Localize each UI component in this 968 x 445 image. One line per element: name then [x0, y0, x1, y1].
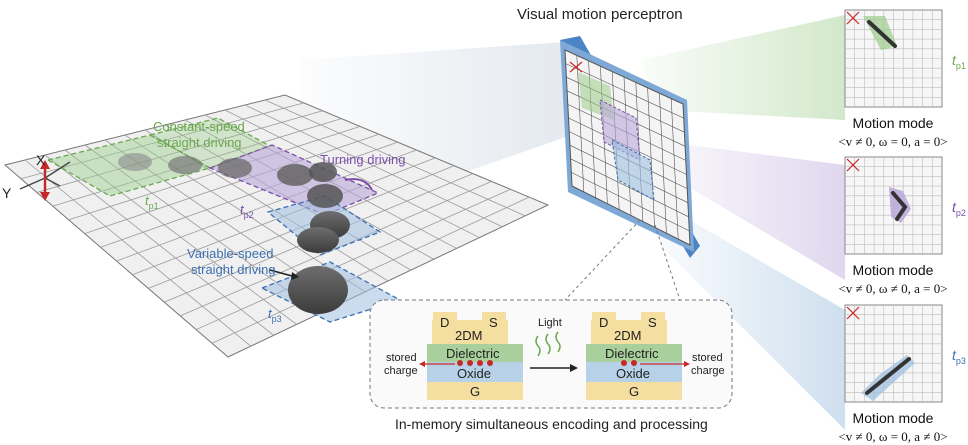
motion-mode-formula: <v ≠ 0, ω = 0, a = 0>	[838, 134, 947, 149]
panel-time-label: tp2	[952, 199, 966, 218]
cross-mark	[846, 306, 860, 320]
motion-trace	[865, 357, 911, 395]
motion-mode-label: Motion mode	[853, 410, 934, 426]
label-constant-speed-1: Constant-speed	[153, 119, 245, 134]
label-variable-speed-2: straight driving	[191, 262, 276, 277]
panel-time-sub: p3	[956, 356, 966, 366]
road-grid-line	[116, 149, 417, 262]
cross-mark	[846, 11, 860, 25]
left-d: D	[440, 315, 449, 330]
axis-y-label: Y	[2, 185, 12, 201]
label-turning: Turning driving	[320, 152, 406, 167]
output-panel-2: tp2	[844, 156, 966, 255]
right-2dm: 2DM	[614, 328, 641, 343]
right-s: S	[648, 315, 657, 330]
label-tp2: tp2	[240, 202, 254, 220]
panel-time-t: t	[952, 52, 957, 68]
sensor-grid-line	[647, 87, 655, 228]
axis-indicator	[19, 160, 71, 201]
road-grid-line	[264, 99, 526, 217]
sensor-grid-line	[571, 172, 690, 232]
sensor-grid-line	[635, 82, 644, 222]
process-arrow	[530, 364, 578, 372]
light-label: Light	[538, 317, 562, 329]
motion-trace	[891, 191, 908, 221]
panel-time-sub: p2	[956, 208, 966, 218]
left-charge: charge	[384, 365, 418, 377]
road-grid-line	[195, 188, 511, 330]
panel-time-sub: p1	[956, 61, 966, 71]
panel-time-t: t	[952, 347, 957, 363]
panel-time-label: tp1	[952, 52, 966, 71]
motion-trace	[867, 20, 897, 48]
motion-mode-formula: <v ≠ 0, ω ≠ 0, a = 0>	[838, 281, 947, 296]
right-dielectric: Dielectric	[605, 346, 659, 361]
turning-arrow	[344, 178, 373, 191]
axis-x-label: X	[36, 152, 46, 168]
motion-mode-label: Motion mode	[853, 262, 934, 278]
panel-time-t: t	[952, 199, 957, 215]
left-s: S	[489, 315, 498, 330]
right-charge: charge	[691, 365, 725, 377]
car-arrow	[269, 269, 299, 280]
light-waves	[535, 331, 561, 357]
road-grid-line	[224, 109, 480, 238]
left-stored: stored	[386, 352, 417, 364]
left-oxide: Oxide	[457, 366, 491, 381]
cross-mark	[846, 158, 860, 172]
device-connectors	[564, 219, 681, 301]
sensor-grid-line	[659, 93, 667, 234]
caption: In-memory simultaneous encoding and proc…	[395, 416, 708, 432]
label-constant-speed-2: straight driving	[157, 135, 242, 150]
panel-time-label: tp3	[952, 347, 966, 366]
right-d: D	[599, 315, 608, 330]
road-grid-line	[244, 104, 503, 228]
label-tp3: tp3	[268, 306, 282, 324]
label-variable-speed-1: Variable-speed	[187, 246, 273, 261]
sensor-array	[560, 36, 700, 258]
right-stored: stored	[692, 352, 723, 364]
device-right	[586, 312, 690, 400]
left-dielectric: Dielectric	[446, 346, 500, 361]
motion-mode-label: Motion mode	[853, 115, 934, 131]
output-panel-3: tp3	[844, 304, 966, 403]
right-oxide: Oxide	[616, 366, 650, 381]
left-2dm: 2DM	[455, 328, 482, 343]
road-grid-line	[211, 196, 530, 344]
device-left	[419, 312, 523, 400]
left-g: G	[470, 384, 480, 399]
output-panel-1: tp1	[844, 9, 966, 108]
vehicle-trail	[118, 153, 350, 314]
label-tp1: tp1	[145, 193, 159, 211]
sensor-grid-line	[670, 98, 679, 240]
figure-title: Visual motion perceptron	[517, 6, 683, 23]
device-inset: D S 2DM Dielectric Oxide G stored charge…	[369, 299, 733, 409]
right-g: G	[629, 384, 639, 399]
motion-mode-formula: <v ≠ 0, ω = 0, a ≠ 0>	[838, 429, 947, 444]
sensor-grid-line	[570, 158, 689, 218]
